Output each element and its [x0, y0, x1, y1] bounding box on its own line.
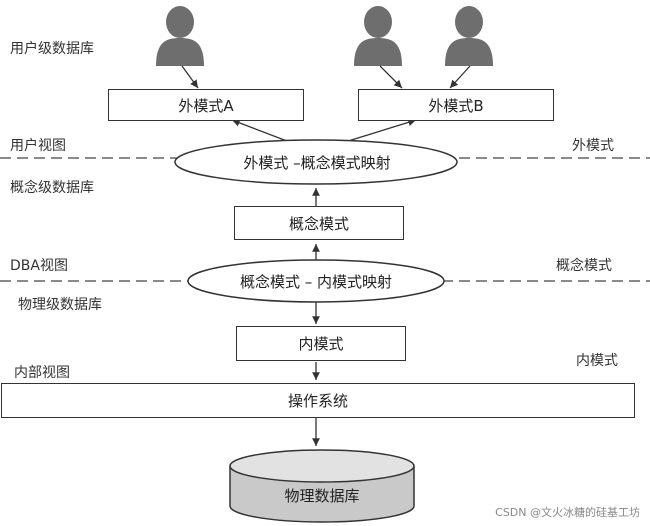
arrow-user-to-external-b-1 [379, 65, 403, 89]
label-external-schema-right: 外模式 [572, 138, 614, 154]
user-icon [354, 6, 402, 66]
mapping-conceptual-internal-text: 概念模式 – 内模式映射 [239, 272, 393, 291]
external-schema-b-box: 外模式B [358, 89, 554, 121]
label-user-view: 用户视图 [10, 138, 66, 154]
label-conceptual-schema-right: 概念模式 [556, 258, 612, 274]
label-internal-schema-right: 内模式 [576, 353, 618, 369]
label-user-db: 用户级数据库 [10, 41, 94, 57]
arrow-user-to-external-a [181, 65, 199, 89]
external-schema-a-box: 外模式A [108, 89, 304, 121]
database-cylinder-icon [229, 449, 415, 523]
conceptual-schema-box: 概念模式 [234, 206, 404, 240]
arrow-user-to-external-b-2 [449, 65, 471, 89]
label-conceptual-db: 概念级数据库 [10, 180, 94, 196]
label-physical-db: 物理级数据库 [18, 297, 102, 313]
watermark: CSDN @文火冰糖的硅基工坊 [495, 506, 640, 519]
user-icon [445, 6, 493, 66]
internal-schema-box: 内模式 [236, 326, 406, 361]
label-dba-view: DBA视图 [10, 258, 68, 274]
user-icon [156, 6, 204, 66]
mapping-oval-external-conceptual [174, 139, 458, 185]
label-internal-view: 内部视图 [14, 365, 70, 381]
mapping-external-conceptual-text: 外模式 –概念模式映射 [243, 153, 391, 172]
operating-system-box: 操作系统 [1, 383, 635, 418]
physical-database-label: 物理数据库 [284, 486, 360, 505]
